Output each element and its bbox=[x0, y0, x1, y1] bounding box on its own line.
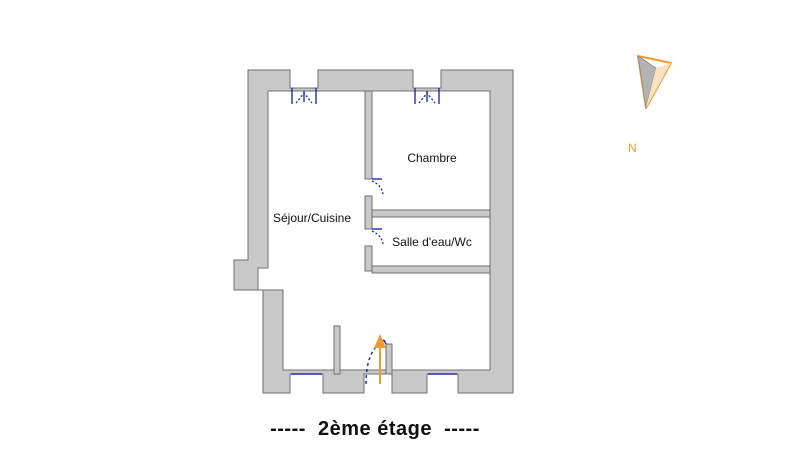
bedroom-door bbox=[371, 178, 384, 197]
entrance-arrow bbox=[374, 334, 386, 384]
floor-caption: ----- 2ème étage ----- bbox=[270, 418, 480, 440]
compass-north-label: N bbox=[628, 141, 637, 155]
room-label-bathroom: Salle d'eau/Wc bbox=[392, 235, 472, 249]
north-arrow-icon bbox=[637, 55, 672, 109]
interior-walls bbox=[333, 90, 491, 375]
bathroom-door bbox=[371, 228, 384, 247]
outer-walls bbox=[233, 69, 514, 394]
room-label-living-kitchen: Séjour/Cuisine bbox=[273, 211, 351, 225]
entrance-door bbox=[365, 339, 387, 385]
room-label-bedroom: Chambre bbox=[407, 151, 457, 165]
window-bedroom-top bbox=[414, 88, 440, 104]
window-living-top bbox=[291, 88, 317, 104]
